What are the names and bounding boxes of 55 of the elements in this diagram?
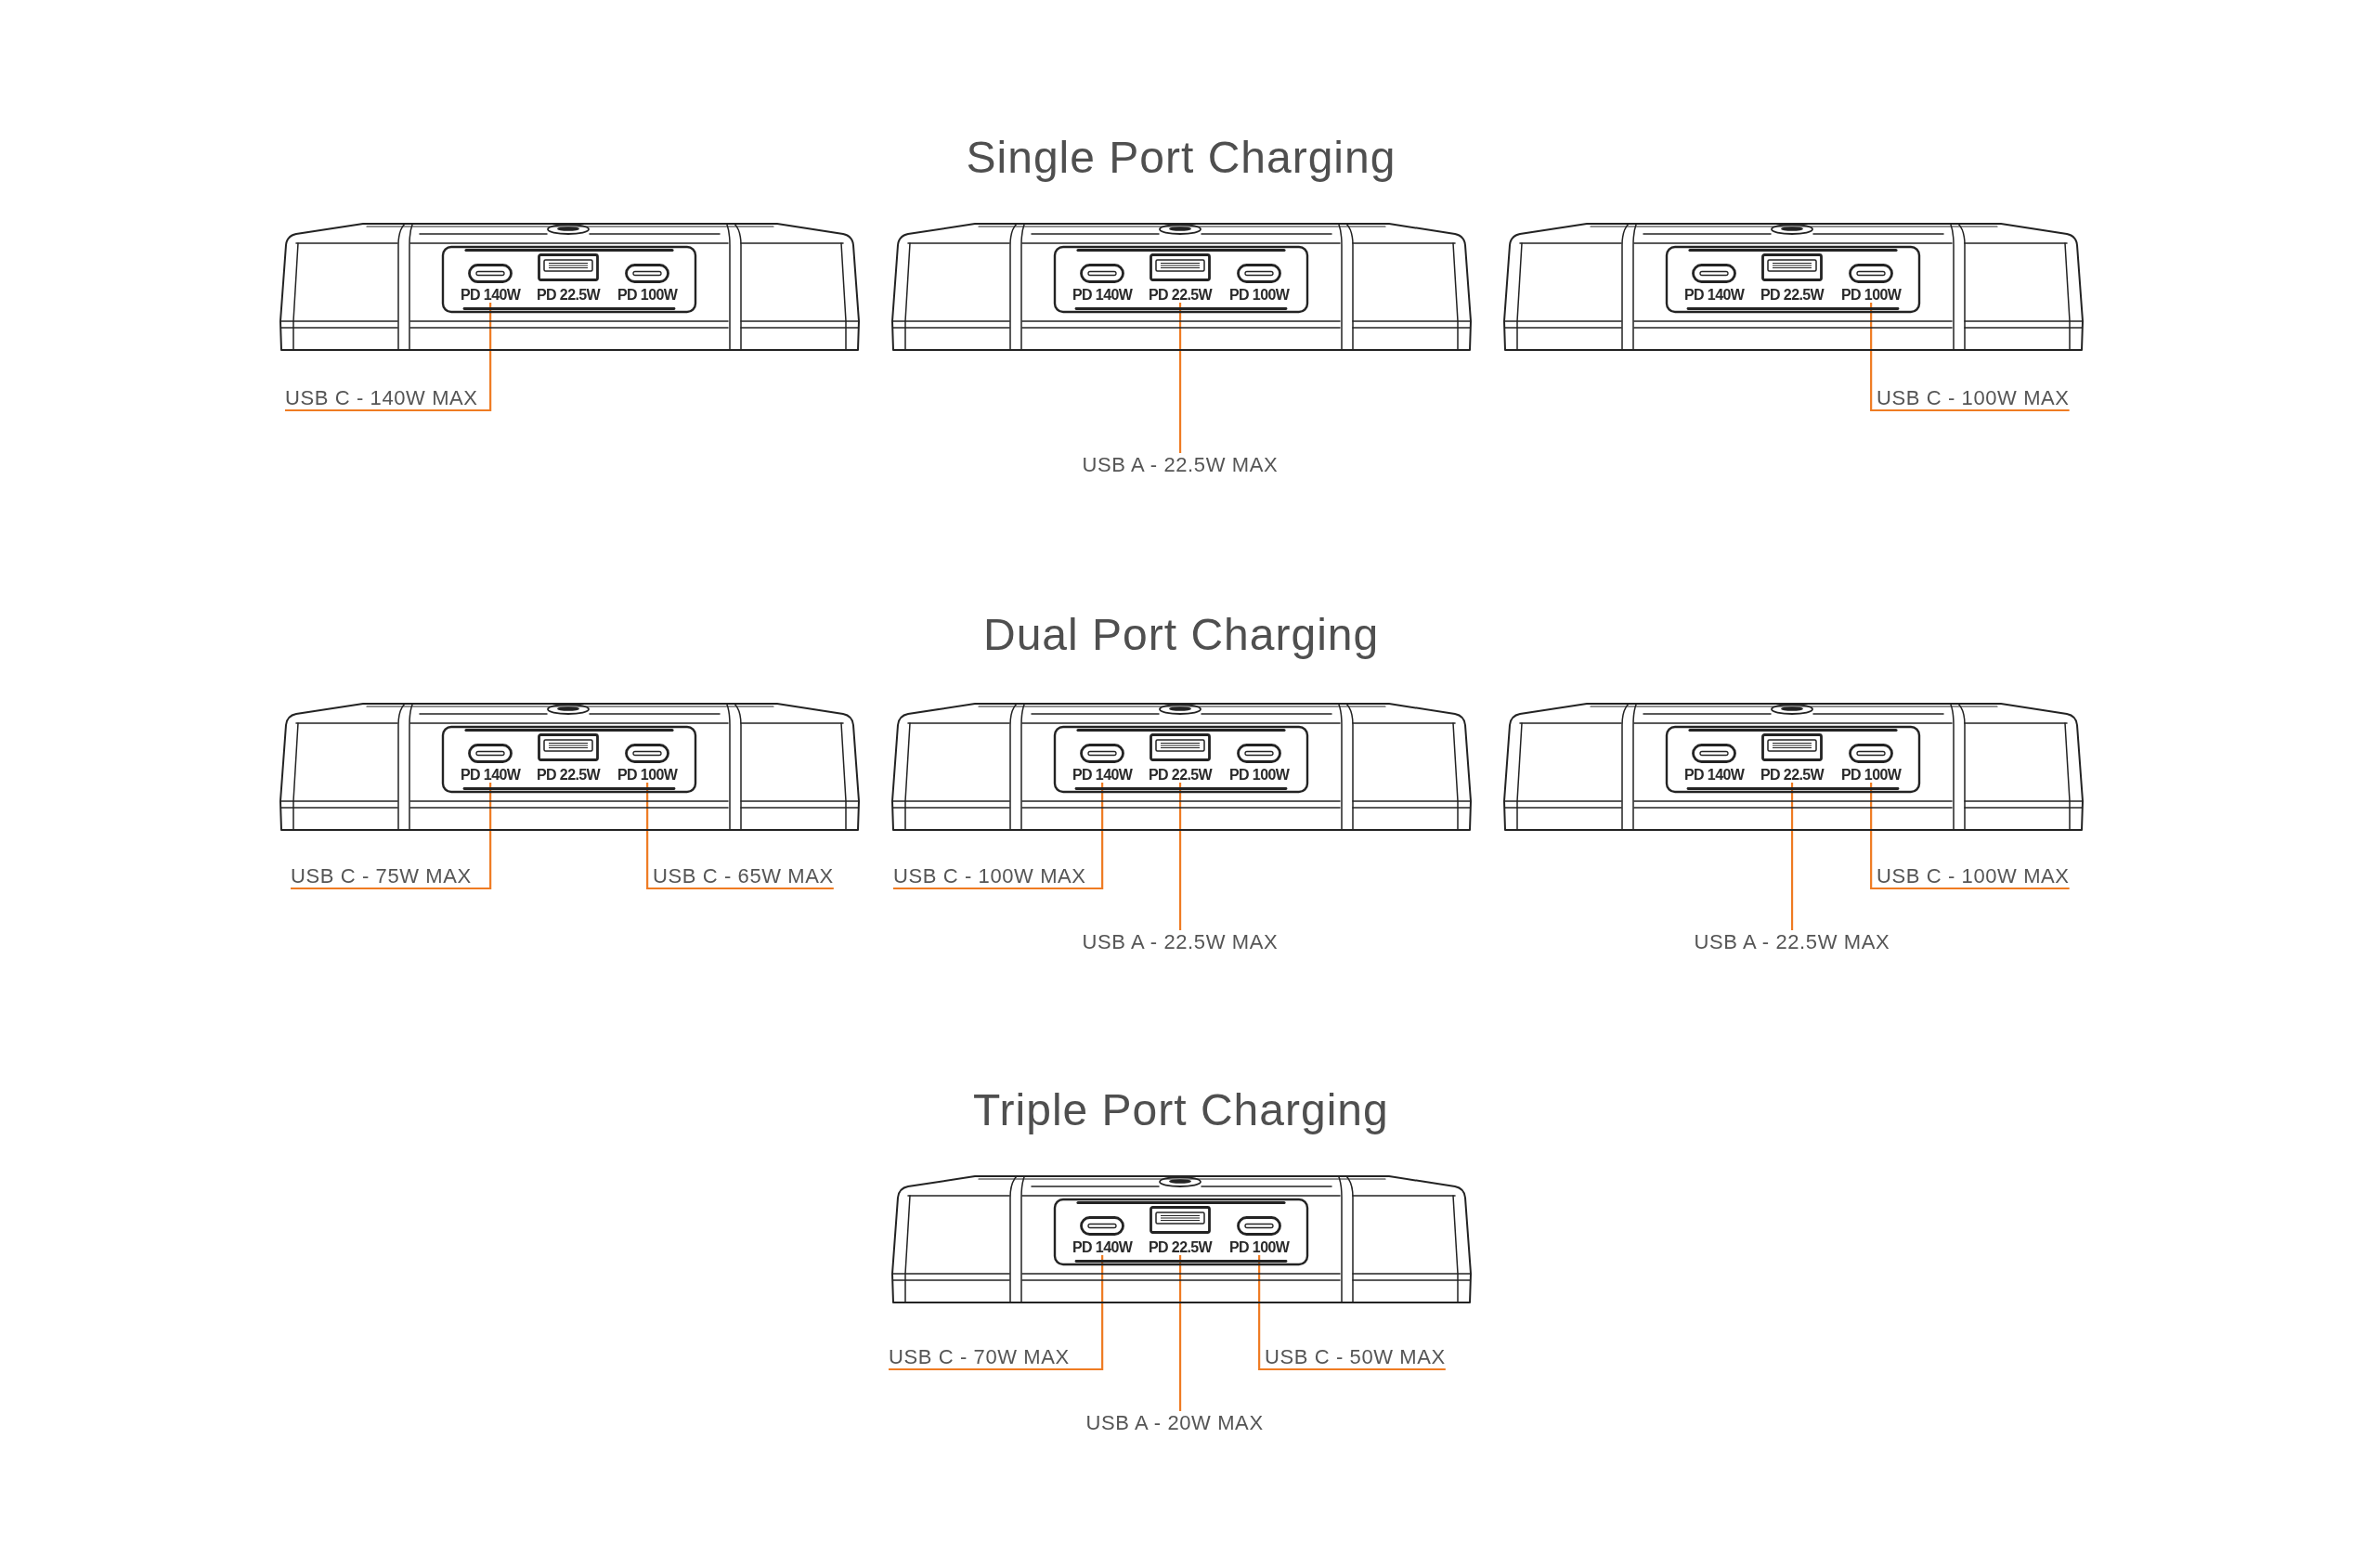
leader-line [893, 783, 1104, 890]
callout-label: USB A - 22.5W MAX [1082, 453, 1279, 477]
port-label: PD 100W [617, 768, 678, 783]
device-drawing [1504, 703, 2083, 831]
device-drawing [892, 703, 1471, 831]
callout-label: USB C - 140W MAX [285, 386, 478, 410]
callout-label: USB C - 50W MAX [1265, 1345, 1446, 1369]
port-label: PD 22.5W [1149, 768, 1213, 783]
device-drawing [892, 1175, 1471, 1303]
section-heading: Single Port Charging [966, 132, 1396, 184]
port-label: PD 100W [617, 288, 678, 303]
port-label: PD 140W [461, 288, 521, 303]
port-label: PD 22.5W [1760, 288, 1825, 303]
port-label: PD 140W [1072, 1240, 1133, 1255]
callout-label: USB C - 75W MAX [291, 864, 472, 888]
port-label: PD 100W [1229, 768, 1290, 783]
callout-label: USB C - 100W MAX [1877, 864, 2070, 888]
port-label: PD 140W [1072, 288, 1133, 303]
leader-line [1178, 303, 1182, 453]
callout-label: USB C - 100W MAX [893, 864, 1086, 888]
callout-label: USB C - 65W MAX [653, 864, 834, 888]
port-label: PD 140W [1684, 288, 1745, 303]
callout-label: USB C - 70W MAX [889, 1345, 1070, 1369]
port-label: PD 100W [1841, 768, 1902, 783]
leader-line [285, 303, 492, 412]
port-label: PD 140W [1072, 768, 1133, 783]
port-label: PD 140W [461, 768, 521, 783]
callout-label: USB A - 22.5W MAX [1082, 930, 1279, 954]
device-drawing [280, 223, 859, 351]
port-label: PD 100W [1229, 1240, 1290, 1255]
leader-line [1790, 783, 1794, 930]
leader-line [1258, 1255, 1446, 1371]
callout-label: USB A - 22.5W MAX [1694, 930, 1890, 954]
port-label: PD 22.5W [1149, 1240, 1213, 1255]
section-heading: Dual Port Charging [983, 609, 1380, 661]
device-drawing [1504, 223, 2083, 351]
device-drawing [280, 703, 859, 831]
device-drawing [892, 223, 1471, 351]
leader-line [1870, 303, 2070, 412]
leader-line [889, 1255, 1104, 1371]
port-label: PD 100W [1229, 288, 1290, 303]
port-label: PD 22.5W [1760, 768, 1825, 783]
port-label: PD 100W [1841, 288, 1902, 303]
callout-label: USB C - 100W MAX [1877, 386, 2070, 410]
leader-line [1178, 1255, 1182, 1411]
leader-line [1870, 783, 2070, 890]
section-heading: Triple Port Charging [973, 1084, 1389, 1136]
leader-line [291, 783, 492, 890]
callout-label: USB A - 20W MAX [1085, 1411, 1264, 1435]
port-label: PD 140W [1684, 768, 1745, 783]
leader-line [1178, 783, 1182, 930]
port-label: PD 22.5W [1149, 288, 1213, 303]
leader-line [646, 783, 834, 890]
port-label: PD 22.5W [537, 768, 601, 783]
port-label: PD 22.5W [537, 288, 601, 303]
